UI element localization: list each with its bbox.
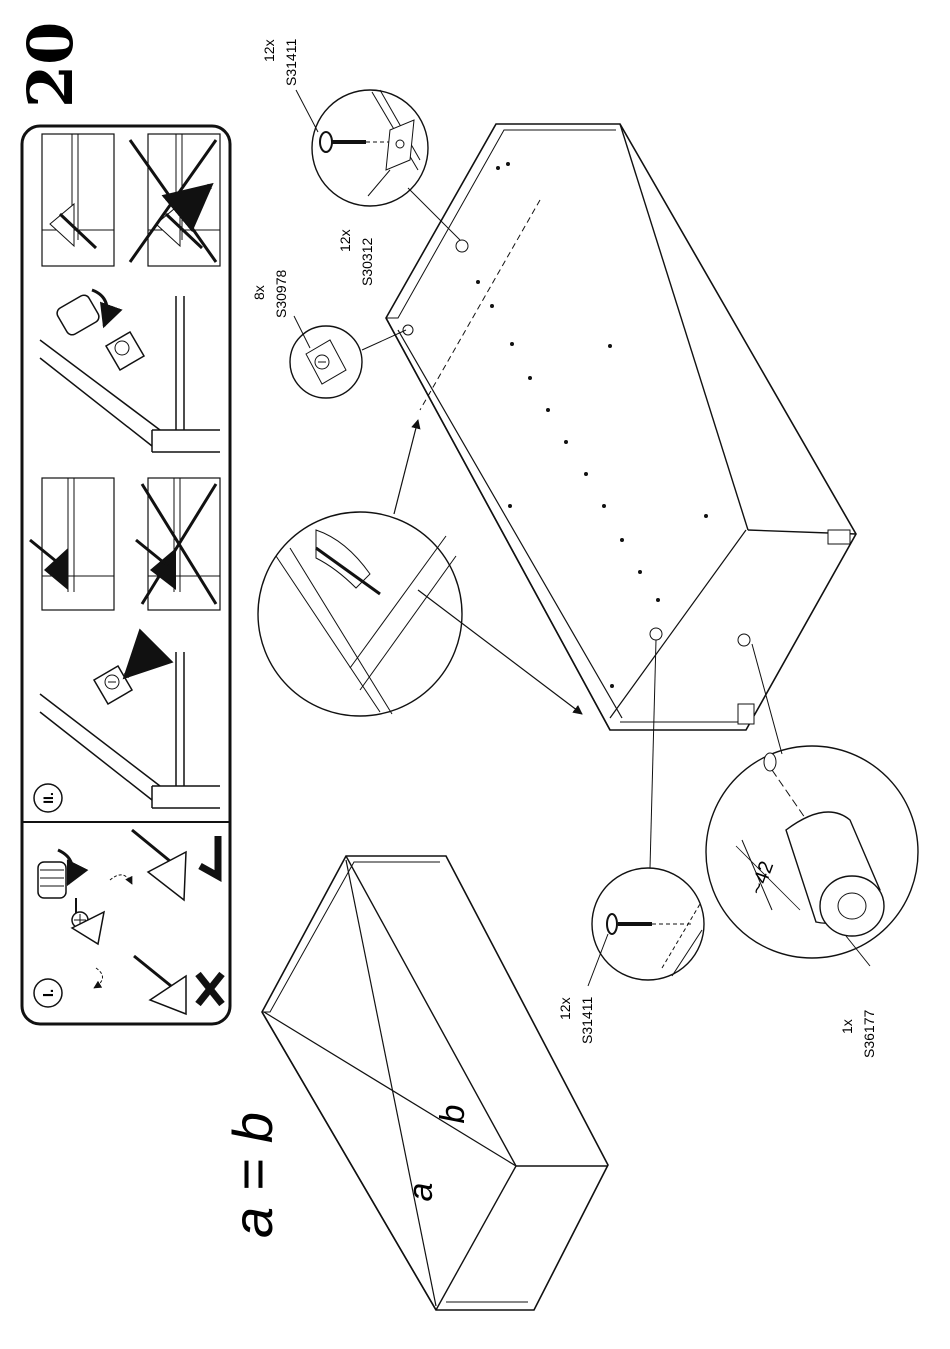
screw-correct-box (42, 134, 114, 266)
callout-foot: 1x S36177 (839, 1010, 877, 1058)
foot-code: S36177 (861, 1010, 877, 1058)
diagonal-a-label: a (402, 1183, 440, 1202)
top-screw-qty: 12x (261, 39, 277, 62)
top-plate-code: S30312 (359, 238, 375, 286)
connector-code: S30978 (273, 270, 289, 318)
cross-icon (198, 974, 222, 1004)
screwdriver-rotate-icon (38, 850, 104, 944)
wrong-direction-diagram (94, 956, 222, 1014)
screw-plate-zoom (296, 90, 460, 240)
checkmark-icon (200, 836, 218, 876)
connector-qty: 8x (251, 285, 267, 300)
equation-label: a = b (221, 1112, 284, 1238)
callout-top-plate: 12x S30312 (337, 229, 375, 286)
screw-wrong-box (130, 134, 220, 266)
callout-connector: 8x S30978 (251, 270, 289, 318)
foot-qty: 1x (839, 1019, 855, 1034)
square-check-diagram: a = b a b (221, 856, 608, 1310)
part-ii-label: II. (40, 792, 56, 804)
bottom-screw-qty: 12x (557, 997, 573, 1020)
callout-top-screw: 12x S31411 (261, 39, 299, 86)
tighten-connector-diagram (40, 290, 220, 452)
callout-bottom-screw: 12x S31411 (557, 997, 595, 1044)
bottom-screw-code: S31411 (579, 997, 595, 1044)
top-plate-qty: 12x (337, 229, 353, 252)
top-screw-code: S31411 (283, 39, 299, 86)
instruction-panel: I. (22, 126, 230, 1024)
correct-insertion-box (30, 478, 114, 610)
correct-direction-diagram (110, 830, 218, 900)
part-ii-section: II. (30, 134, 220, 812)
part-i-label: I. (40, 989, 57, 997)
connector-zoom (290, 316, 406, 398)
part-i-section: I. (34, 830, 222, 1014)
diagonal-b-label: b (434, 1105, 472, 1124)
wrong-insertion-box (136, 478, 220, 610)
step-number: 20 (14, 22, 87, 108)
insert-connector-diagram (40, 652, 220, 808)
